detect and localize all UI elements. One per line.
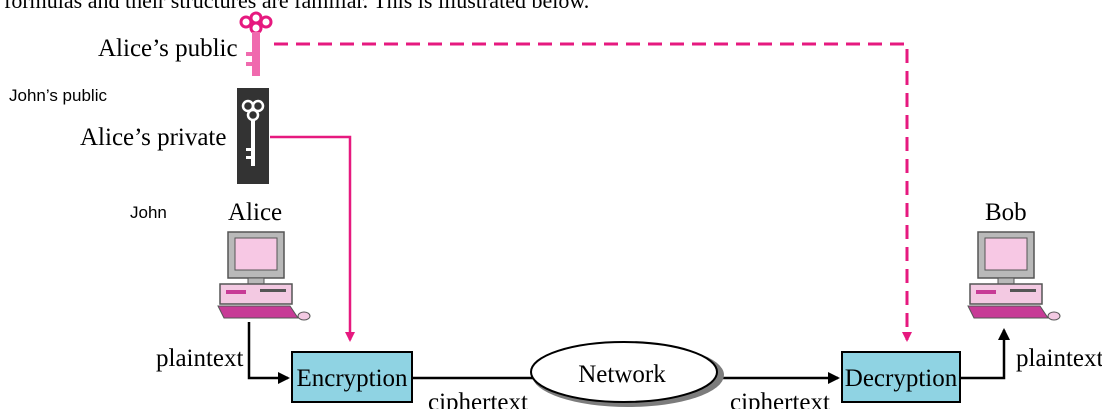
alice-private-label: Alice’s private [80,124,226,151]
bob-label: Bob [985,199,1027,226]
public-key-dashed-line [274,42,912,342]
plaintext-in-arrow [247,322,290,384]
john-public-label: John’s public [9,86,107,105]
ciphertext-label-1: ciphertext [428,389,528,409]
plaintext-out-arrow [960,328,1010,380]
ciphertext-label-2: ciphertext [730,389,830,409]
computer-icon-bob [967,231,1061,321]
private-key-line [270,135,355,342]
plaintext-in-label: plaintext [156,345,244,372]
encryption-label: Encryption [296,365,408,392]
john-overlay-label: John [130,203,167,222]
decryption-label: Decryption [845,365,958,392]
plaintext-out-label: plaintext [1016,345,1102,372]
pink-key-icon [239,11,273,76]
network-label: Network [578,361,666,388]
decryption-box: Decryption [841,351,961,403]
network-cloud: Network [530,341,724,407]
dark-key-card-icon [237,88,269,184]
computer-icon-alice [217,231,311,321]
alice-public-label: Alice’s public [98,35,238,62]
intro-text: formulas and their structures are famili… [4,0,589,13]
encryption-box: Encryption [291,351,413,403]
alice-label: Alice [228,199,282,226]
